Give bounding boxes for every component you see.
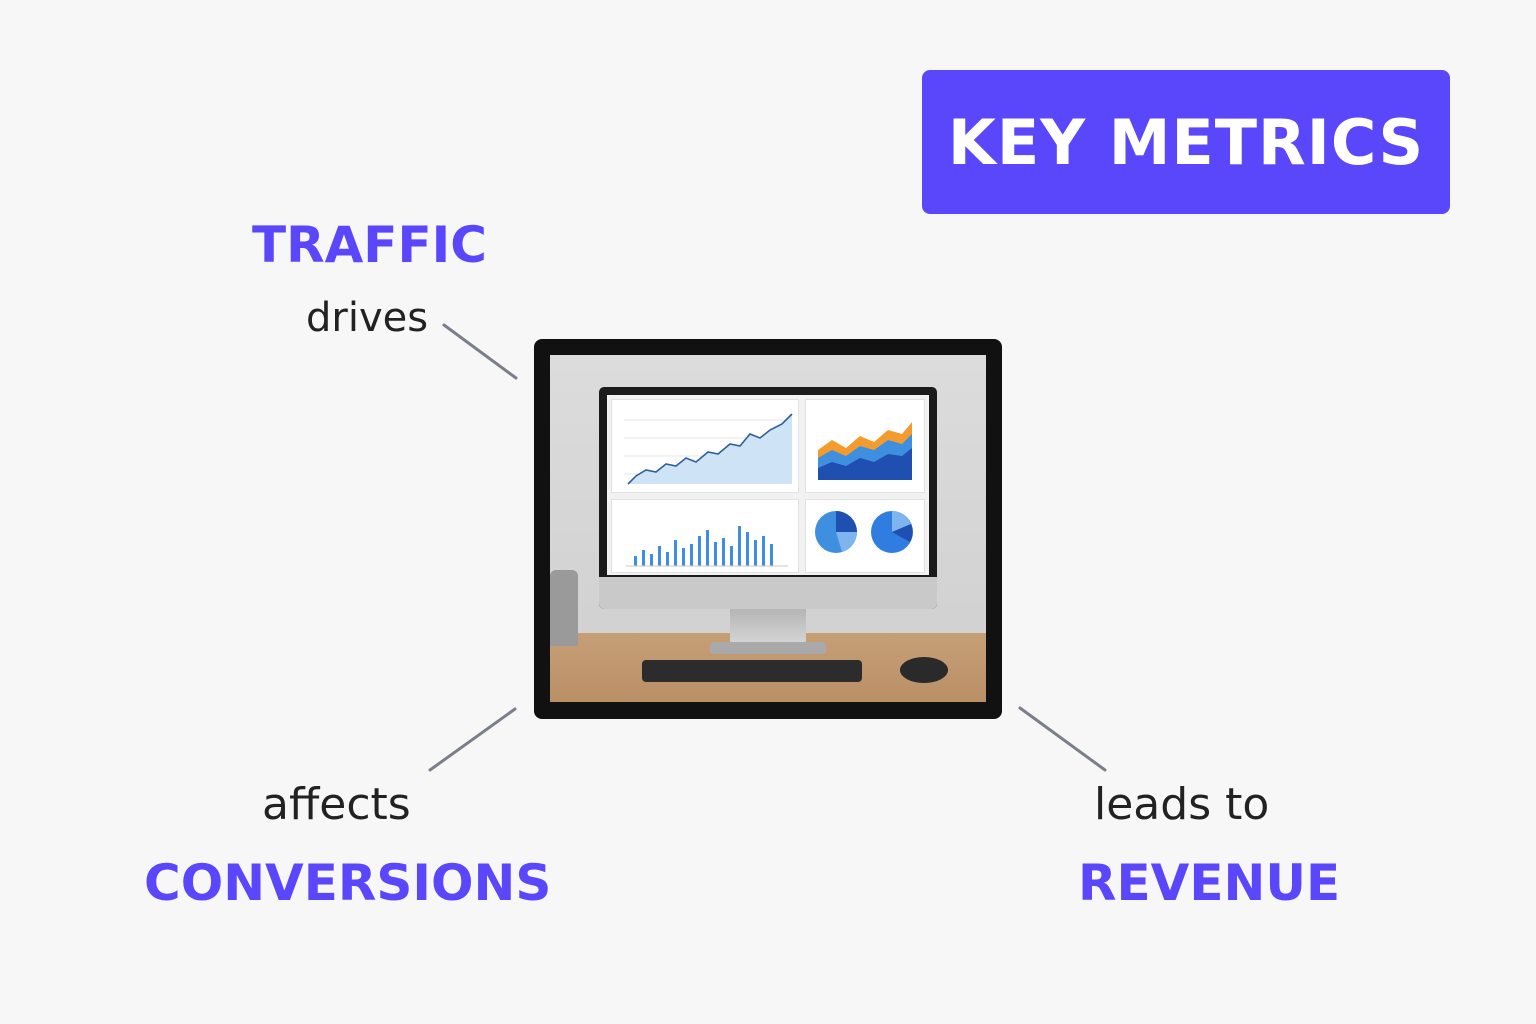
- area-chart-thumbnail: [818, 422, 912, 480]
- monitor-screen: [607, 395, 929, 575]
- leads-to-relation: leads to: [1094, 779, 1270, 830]
- monitor-stand: [730, 609, 806, 643]
- traffic-label: TRAFFIC: [252, 216, 487, 274]
- monitor-stand-base: [710, 642, 826, 654]
- pie-chart-panel: [805, 499, 925, 573]
- area-chart-panel: [805, 399, 925, 493]
- monitor-chin: [599, 577, 937, 609]
- bar-chart-panel: [611, 499, 799, 573]
- keyboard: [642, 660, 862, 682]
- bar-chart-thumbnail: [626, 526, 788, 567]
- speaker: [550, 570, 578, 646]
- conversions-label: CONVERSIONS: [144, 854, 552, 912]
- key-metrics-title: KEY METRICS: [922, 70, 1450, 214]
- pie-chart-thumbnail: [815, 511, 913, 553]
- dashboard-photo: [550, 355, 986, 702]
- line-chart-thumbnail: [624, 413, 793, 485]
- connector-traffic: [442, 323, 518, 380]
- affects-relation: affects: [262, 779, 411, 830]
- monitor: [599, 387, 937, 609]
- connector-revenue: [1018, 706, 1107, 772]
- revenue-label: REVENUE: [1078, 854, 1341, 912]
- line-chart-panel: [611, 399, 799, 493]
- drives-relation: drives: [306, 295, 429, 341]
- mouse: [900, 657, 948, 683]
- connector-conversions: [428, 707, 517, 772]
